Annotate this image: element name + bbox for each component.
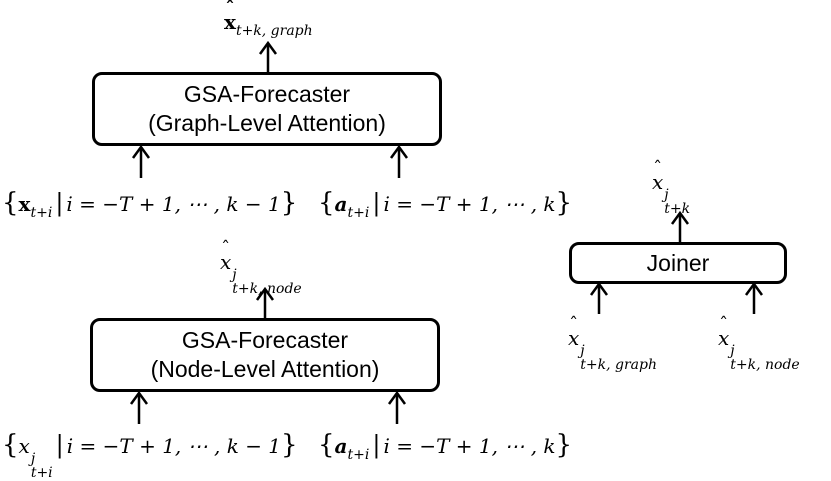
joiner-output-label: xjt+k <box>652 172 690 216</box>
joiner-input-left-label: xjt+k, graph <box>568 328 657 372</box>
joiner-box: Joiner <box>569 242 787 284</box>
arrow-node-input-left-head <box>129 390 149 405</box>
arrow-joiner-input-left-head <box>589 281 609 296</box>
node-forecaster-title: GSA-Forecaster <box>181 327 349 353</box>
node-input-right-label: {at+i|i = −T + 1, ⋯ , k} <box>318 430 573 463</box>
arrow-joiner-output-head <box>670 210 690 225</box>
arrow-joiner-input-right-head <box>744 281 764 296</box>
graph-input-right-label: {at+i|i = −T + 1, ⋯ , k} <box>318 188 573 221</box>
graph-input-left-label: {xt+i|i = −T + 1, ⋯ , k − 1} <box>2 188 298 221</box>
node-forecaster-box: GSA-Forecaster (Node-Level Attention) <box>90 318 440 392</box>
node-output-label: xjt+k, node <box>220 252 302 296</box>
arrow-graph-output-head <box>258 40 278 55</box>
graph-forecaster-title: GSA-Forecaster <box>183 81 351 107</box>
arrow-graph-input-right-head <box>389 144 409 159</box>
arrow-node-output-head <box>255 286 275 301</box>
joiner-title: Joiner <box>646 249 710 276</box>
graph-output-label: xt+k, graph <box>224 12 313 38</box>
arrow-node-input-right-head <box>387 390 407 405</box>
arrow-graph-input-left-head <box>131 144 151 159</box>
joiner-input-right-label: xjt+k, node <box>718 328 800 372</box>
node-forecaster-subtitle: (Node-Level Attention) <box>150 356 380 382</box>
graph-forecaster-box: GSA-Forecaster (Graph-Level Attention) <box>92 72 442 146</box>
graph-forecaster-subtitle: (Graph-Level Attention) <box>148 110 386 136</box>
